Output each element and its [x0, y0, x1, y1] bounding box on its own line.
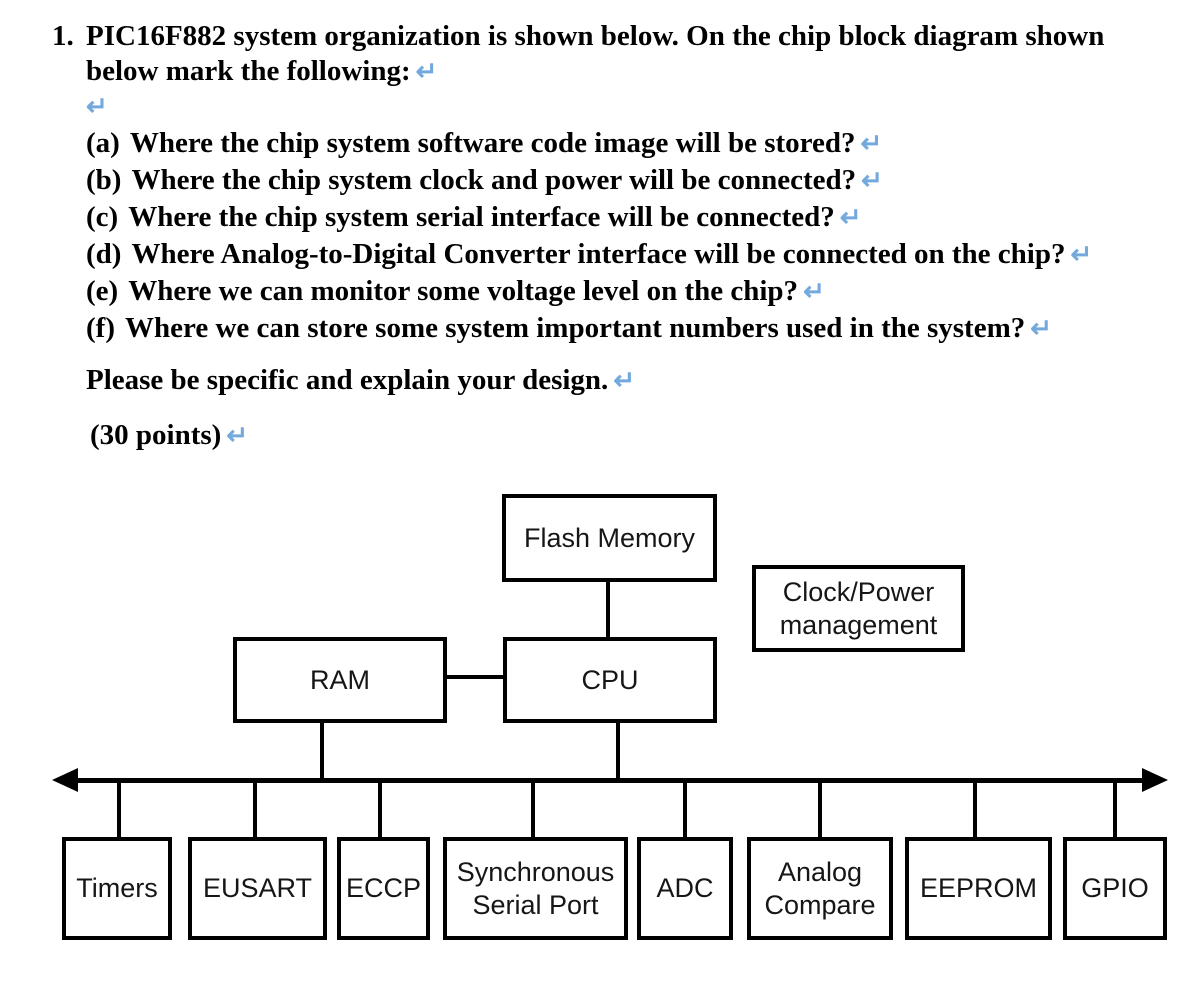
item-text: Where Analog-to-Digital Converter interf…	[131, 238, 1066, 270]
diagram-box-analog-compare: Analog Compare	[747, 837, 893, 940]
paragraph-mark-icon: ↵	[86, 91, 108, 121]
item-text: Where we can store some system important…	[124, 312, 1026, 344]
diagram-box-adc: ADC	[637, 837, 733, 940]
diagram-box-eusart: EUSART	[188, 837, 327, 940]
question-points: (30 points)↵	[90, 419, 248, 452]
question-title-text-1: PIC16F882 system organization is shown b…	[86, 20, 1105, 52]
arrowhead-left-icon	[52, 768, 78, 792]
paragraph-mark-icon: ↵	[1030, 313, 1053, 343]
connector-ram-bus	[320, 721, 324, 780]
question-note: Please be specific and explain your desi…	[86, 364, 635, 397]
item-text: Where the chip system software code imag…	[129, 127, 856, 159]
connector-bus-eccp	[378, 780, 382, 837]
note-text: Please be specific and explain your desi…	[86, 364, 609, 396]
diagram-box-gpio: GPIO	[1063, 837, 1167, 940]
empty-paragraph-line: ↵	[86, 90, 108, 123]
item-label: (d)	[86, 238, 122, 270]
paragraph-mark-icon: ↵	[839, 202, 862, 232]
diagram-box-synchronous-serial-port: Synchronous Serial Port	[443, 837, 628, 940]
item-text: Where the chip system serial interface w…	[128, 201, 835, 233]
diagram-box-ram: RAM	[233, 637, 447, 723]
item-label: (c)	[86, 201, 119, 233]
item-text: Where the chip system clock and power wi…	[131, 164, 857, 196]
paragraph-mark-icon: ↵	[860, 128, 883, 158]
connector-bus-ssp	[531, 780, 535, 837]
question-title-line1: PIC16F882 system organization is shown b…	[86, 20, 1104, 53]
question-item-f: (f) Where we can store some system import…	[86, 312, 1052, 345]
paragraph-mark-icon: ↵	[415, 56, 438, 86]
question-item-b: (b) Where the chip system clock and power…	[86, 164, 883, 197]
connector-flash-cpu	[606, 582, 610, 637]
diagram-box-timers: Timers	[62, 837, 172, 940]
connector-bus-gpio	[1113, 780, 1117, 837]
points-text: (30 points)	[90, 419, 222, 451]
arrowhead-right-icon	[1142, 768, 1168, 792]
paragraph-mark-icon: ↵	[803, 276, 825, 306]
question-item-e: (e) Where we can monitor some voltage lev…	[86, 275, 825, 308]
connector-bus-timers	[117, 780, 121, 837]
paragraph-mark-icon: ↵	[861, 165, 883, 195]
connector-bus-adc	[683, 780, 687, 837]
item-text: Where we can monitor some voltage level …	[128, 275, 799, 307]
item-label: (a)	[86, 127, 120, 159]
diagram-box-clock-power-management: Clock/Power management	[752, 565, 965, 652]
diagram-box-eeprom: EEPROM	[905, 837, 1052, 940]
connector-bus-eeprom	[973, 780, 977, 837]
paragraph-mark-icon: ↵	[613, 365, 636, 395]
item-label: (f)	[86, 312, 115, 344]
diagram-box-eccp: ECCP	[337, 837, 430, 940]
paragraph-mark-icon: ↵	[226, 420, 249, 450]
question-item-a: (a) Where the chip system software code i…	[86, 127, 882, 160]
item-label: (b)	[86, 164, 122, 196]
connector-bus-eusart	[253, 780, 257, 837]
question-item-d: (d) Where Analog-to-Digital Converter int…	[86, 238, 1092, 271]
diagram-box-flash-memory: Flash Memory	[502, 494, 717, 582]
system-bus-line	[64, 778, 1158, 783]
paragraph-mark-icon: ↵	[1070, 239, 1093, 269]
connector-bus-analog-compare	[818, 780, 822, 837]
connector-ram-cpu	[447, 675, 503, 679]
connector-cpu-bus	[616, 721, 620, 780]
question-title-text-2: below mark the following:	[86, 55, 411, 87]
question-number: 1.	[52, 20, 74, 52]
item-label: (e)	[86, 275, 119, 307]
question-item-c: (c) Where the chip system serial interfac…	[86, 201, 862, 234]
question-title-line2: below mark the following:↵	[86, 55, 437, 88]
diagram-box-cpu: CPU	[503, 637, 717, 723]
